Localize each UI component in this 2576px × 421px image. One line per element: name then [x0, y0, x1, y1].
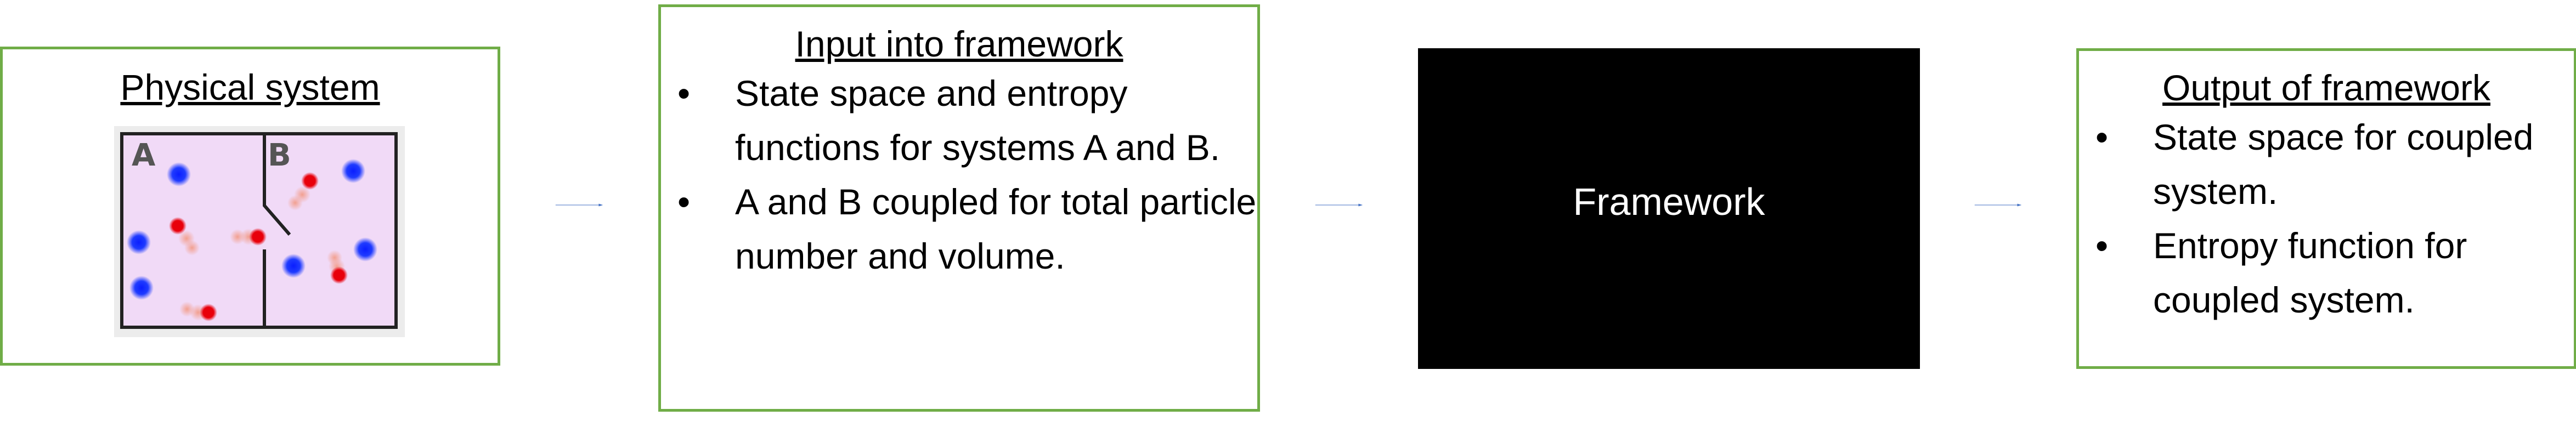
- divider-upper: [263, 134, 291, 236]
- red-particle: [249, 228, 267, 246]
- red-particle-trail: [178, 230, 195, 247]
- output-title: Output of framework: [2162, 67, 2490, 108]
- output-box: Output of framework • State space for cou…: [2076, 48, 2576, 369]
- red-particle: [169, 217, 187, 235]
- red-particle-trail: [294, 186, 310, 203]
- blue-particle: [129, 276, 154, 300]
- red-particle: [301, 172, 319, 190]
- blue-particle: [281, 254, 306, 278]
- input-bullet-text: State space and entropy functions for sy…: [735, 73, 1221, 168]
- output-bullet-item: • State space for coupled system.: [2079, 110, 2574, 219]
- arrow-physical-to-input: [555, 203, 603, 207]
- physical-system-box: Physical system A B: [0, 47, 500, 366]
- blue-particle: [127, 230, 151, 254]
- input-bullet-text: A and B coupled for total particle numbe…: [735, 181, 1257, 276]
- input-bullet-item: • A and B coupled for total particle numb…: [661, 175, 1257, 283]
- physical-system-title: Physical system: [120, 67, 380, 107]
- red-particle: [330, 266, 348, 284]
- blue-particle: [167, 162, 191, 186]
- chamber-b-label: B: [268, 138, 291, 173]
- output-bullet-item: • Entropy function for coupled system.: [2079, 219, 2574, 327]
- input-bullet-item: • State space and entropy functions for s…: [661, 66, 1257, 175]
- blue-particle: [341, 159, 365, 183]
- bullet-marker: •: [2095, 225, 2109, 266]
- output-bullet-text: State space for coupled system.: [2153, 117, 2534, 212]
- input-box: Input into framework • State space and en…: [658, 4, 1260, 412]
- red-particle: [200, 304, 217, 321]
- input-title: Input into framework: [795, 24, 1123, 64]
- framework-box: Framework: [1418, 48, 1920, 369]
- output-bullet-text: Entropy function for coupled system.: [2153, 225, 2467, 320]
- framework-label: Framework: [1573, 180, 1765, 223]
- arrow-input-to-framework: [1315, 203, 1363, 207]
- blue-particle: [353, 237, 377, 261]
- input-bullet-list: • State space and entropy functions for s…: [661, 66, 1257, 283]
- arrow-framework-to-output: [1974, 203, 2022, 207]
- output-bullet-list: • State space for coupled system. • Entrop…: [2079, 110, 2574, 327]
- bullet-marker: •: [677, 181, 691, 222]
- particle-chamber-illustration: A B: [114, 126, 405, 337]
- bullet-marker: •: [2095, 117, 2109, 157]
- bullet-marker: •: [677, 73, 691, 113]
- chamber-a-label: A: [132, 138, 156, 173]
